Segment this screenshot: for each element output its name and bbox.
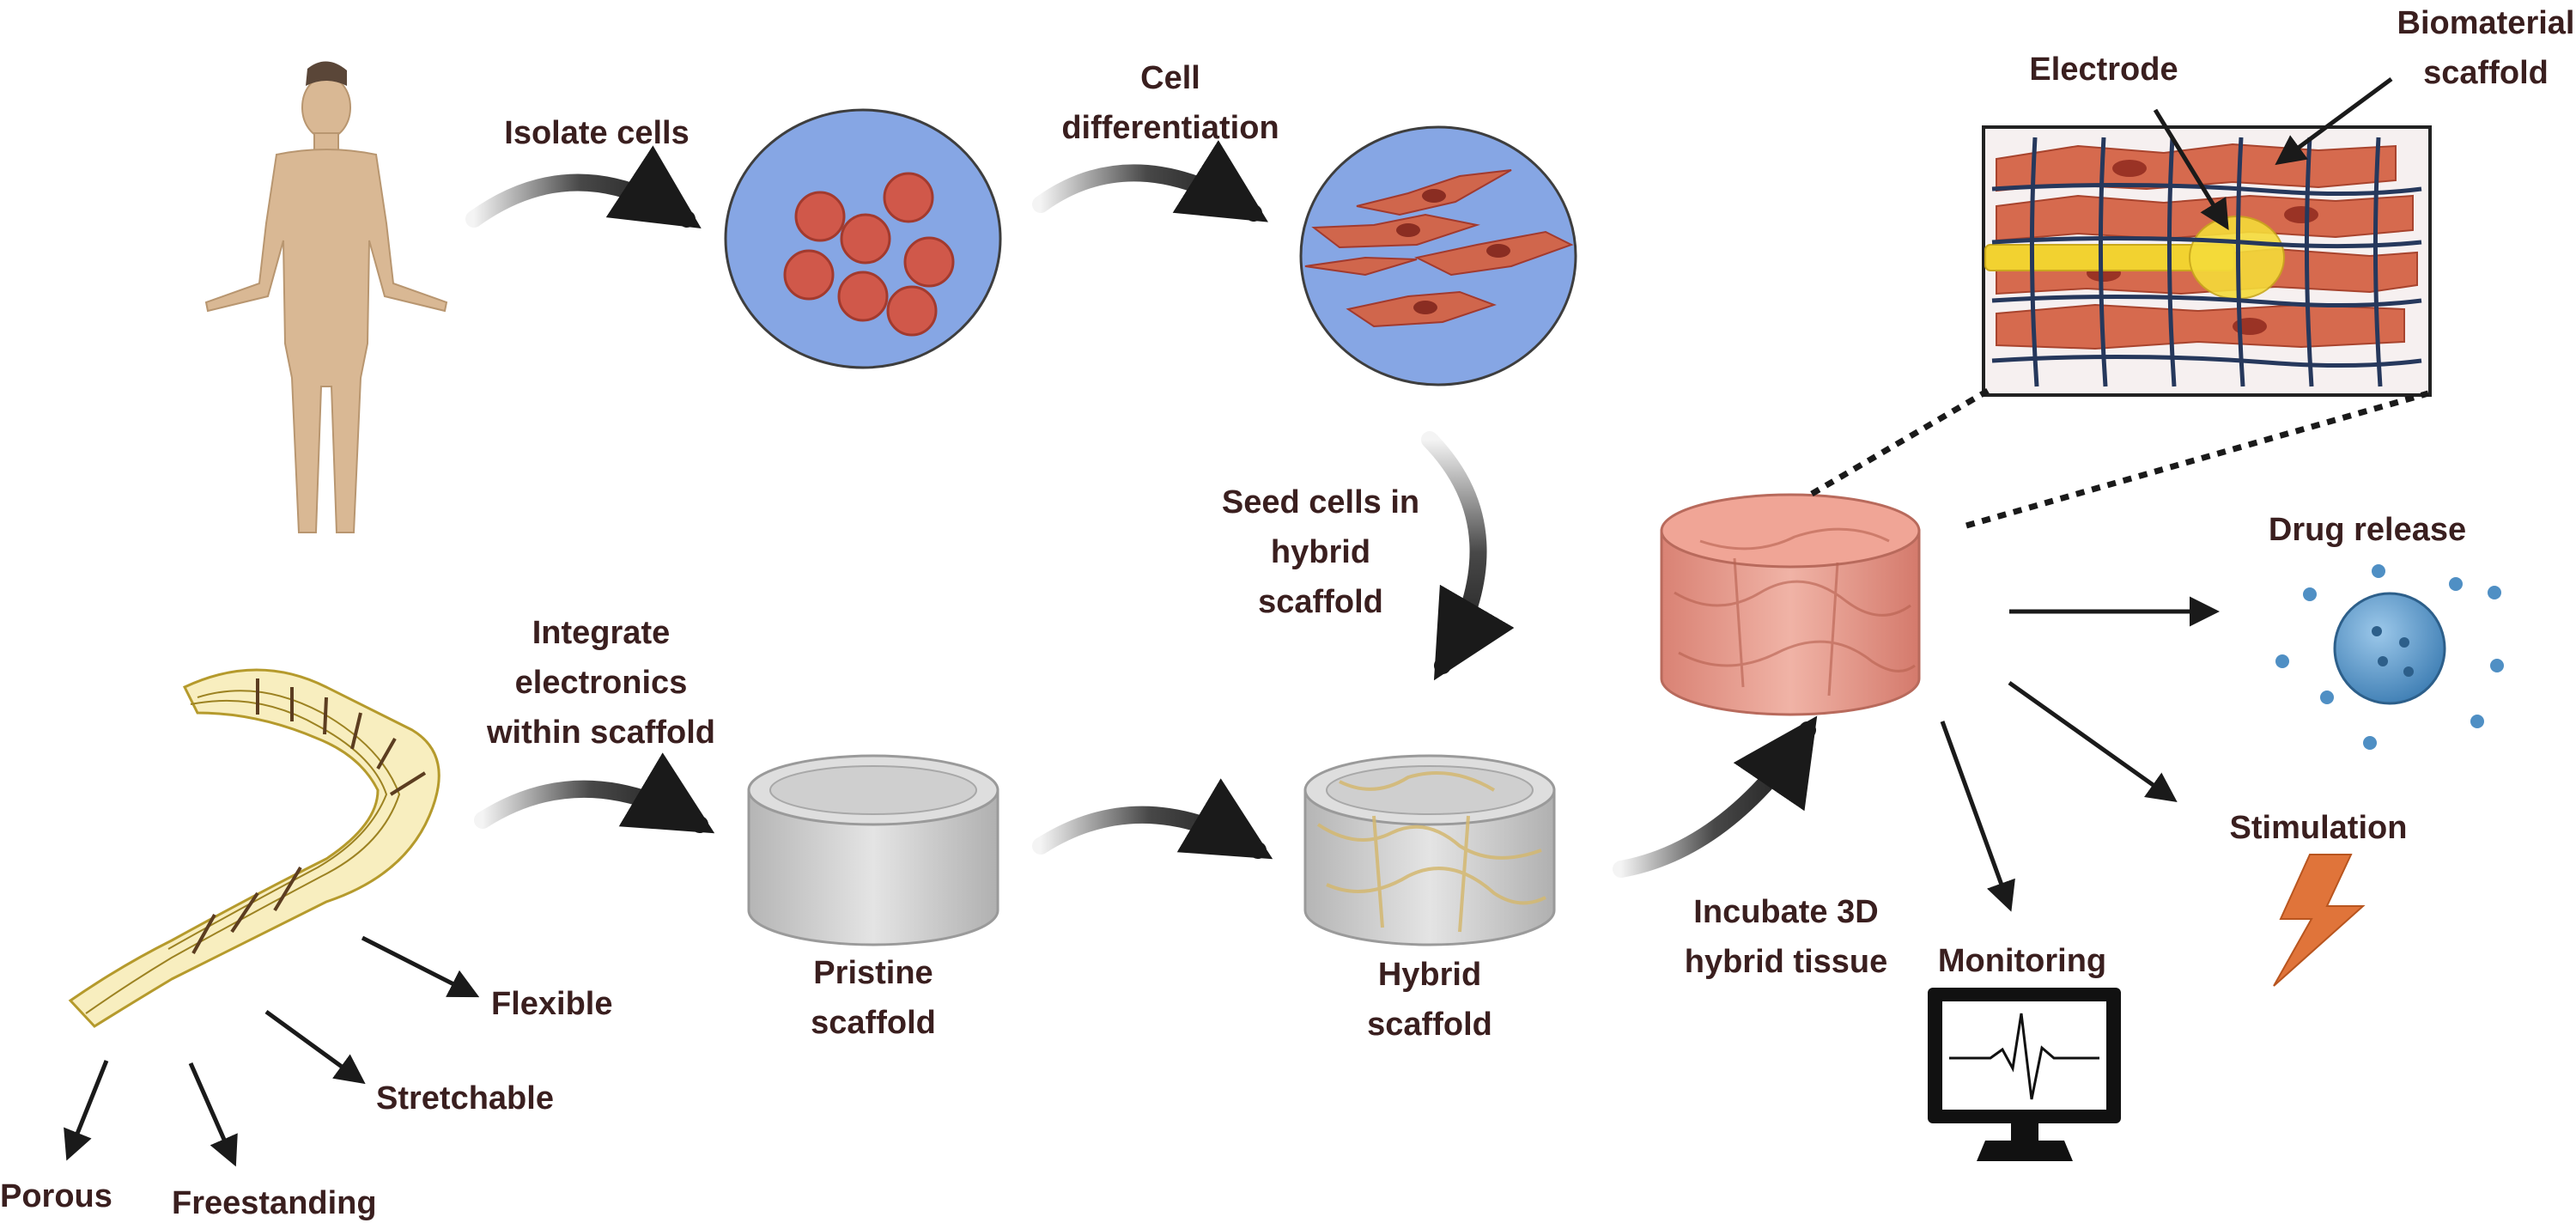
label-line: within scaffold [487, 715, 715, 751]
scaffold-cylinder-icon [747, 754, 999, 946]
arrow-seed-cells [1421, 431, 1515, 681]
label-line: Cell [1140, 60, 1200, 96]
human-body-icon [204, 61, 448, 533]
arrow-incubate [1613, 715, 1818, 878]
arrow-hybrid-scaffold [1032, 778, 1273, 860]
arrow-flexible [361, 935, 480, 998]
label-line: Pristine [813, 955, 933, 991]
lightning-bolt-icon [2273, 854, 2366, 987]
label-electrode: Electrode [2029, 52, 2178, 88]
arrow-monitoring [1940, 721, 2015, 912]
label-integrate-electronics: Integrate electronics within scaffold [487, 608, 715, 757]
output-arrows [64, 596, 2220, 1167]
label-line: hybrid [1270, 534, 1371, 570]
label-line: scaffold [1367, 1007, 1492, 1043]
label-line: Incubate 3D [1693, 894, 1879, 930]
label-line: Seed cells in [1221, 484, 1420, 520]
label-cell-differentiation: Cell differentiation [1061, 53, 1279, 153]
label-monitoring: Monitoring [1937, 943, 2107, 979]
label-isolate-cells: Isolate cells [504, 115, 690, 151]
arrow-isolate-cells [465, 145, 702, 228]
label-line: scaffold [2423, 55, 2549, 91]
label-freestanding: Freestanding [172, 1185, 377, 1221]
label-line: differentiation [1061, 110, 1279, 146]
label-pristine-scaffold: Pristine scaffold [811, 948, 936, 1048]
label-stretchable: Stretchable [376, 1080, 554, 1116]
label-line: scaffold [811, 1005, 936, 1041]
arrow-cell-differentiation [1032, 140, 1268, 222]
arrow-integrate-electronics [474, 752, 715, 834]
process-arrows [465, 140, 1818, 878]
arrow-stretchable [264, 1009, 366, 1085]
zoom-connector-lines [1810, 387, 2429, 529]
monitor-icon [1928, 988, 2121, 1161]
label-incubate: Incubate 3D hybrid tissue [1685, 887, 1888, 987]
mesh-electronics-icon [68, 668, 440, 1028]
arrow-freestanding [188, 1062, 238, 1167]
label-line: electronics [514, 665, 688, 701]
label-seed-cells: Seed cells in hybrid scaffold [1222, 478, 1419, 627]
hybrid-scaffold-cylinder-icon [1303, 754, 1556, 946]
label-hybrid-scaffold: Hybrid scaffold [1367, 950, 1492, 1050]
label-line: Hybrid [1377, 957, 1482, 993]
differentiated-cells-icon [1299, 125, 1577, 386]
arrow-stimulation [2008, 680, 2178, 803]
label-flexible: Flexible [491, 986, 613, 1022]
arrow-porous [64, 1060, 109, 1161]
drug-particle-icon [2275, 564, 2504, 750]
cell-dish-icon [724, 108, 1002, 369]
label-biomaterial-scaffold: Biomaterial scaffold [2397, 0, 2575, 98]
tissue-zoom-inset [1982, 76, 2432, 397]
label-line: scaffold [1258, 584, 1383, 620]
tissue-cylinder-icon [1660, 493, 1921, 716]
label-line: Integrate [532, 615, 671, 651]
label-line: hybrid tissue [1684, 944, 1888, 980]
label-porous: Porous [0, 1178, 112, 1214]
label-drug-release: Drug release [2268, 512, 2467, 548]
label-stimulation: Stimulation [2229, 810, 2408, 846]
label-line: Biomaterial [2397, 5, 2575, 41]
